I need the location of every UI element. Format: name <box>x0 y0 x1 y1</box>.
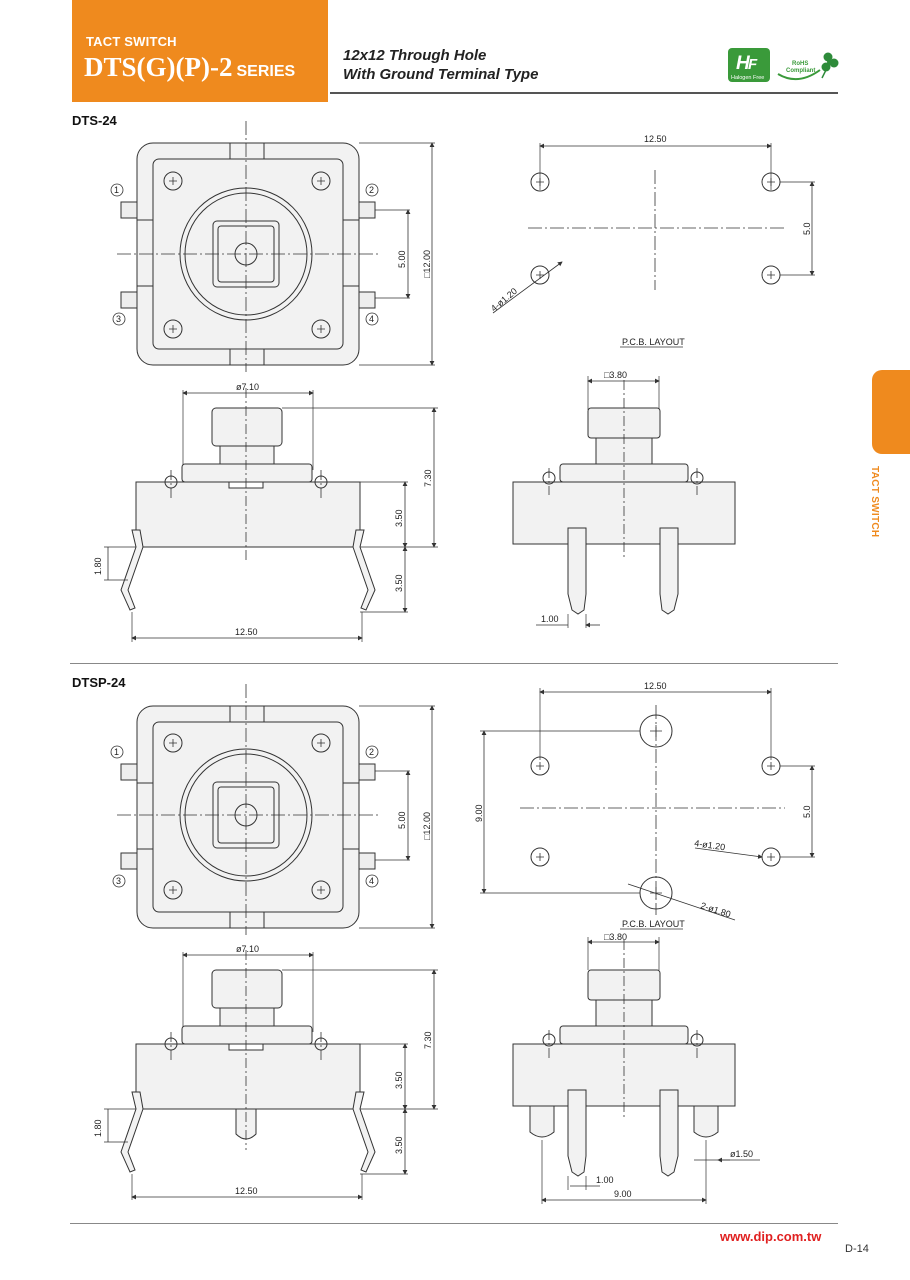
rohs-compliant-logo: RoHS Compliant <box>777 52 839 81</box>
dim-square: □12.00 <box>422 250 432 278</box>
dim-square: □12.00 <box>422 812 432 840</box>
compliant-text: Compliant <box>786 68 815 74</box>
halogen-free-text: Halogen Free <box>731 75 764 81</box>
dim-pitch: 5.00 <box>397 811 407 829</box>
dim-cap: □3.80 <box>604 932 627 942</box>
subtitle-line-2: With Ground Terminal Type <box>343 66 539 83</box>
category-label: TACT SWITCH <box>86 34 177 49</box>
section-divider <box>70 663 838 664</box>
pin-2-label: 2 <box>369 747 374 757</box>
dts24-end-labels: □3.80 1.00 <box>541 370 627 624</box>
halogen-free-logo: H F Halogen Free <box>728 48 770 82</box>
dim-pin-w: 1.00 <box>596 1175 614 1185</box>
pin-3-label: 3 <box>116 314 121 324</box>
dim-lead: 1.80 <box>93 557 103 575</box>
page-number: D-14 <box>845 1243 869 1255</box>
pcb-title: P.C.B. LAYOUT <box>622 919 685 929</box>
dtsp24-top-view <box>110 684 435 935</box>
dts24-top-view <box>110 121 435 372</box>
website-link[interactable]: www.dip.com.tw <box>720 1229 822 1244</box>
dim-height: 7.30 <box>423 469 433 487</box>
pin-2-label: 2 <box>369 185 374 195</box>
dim-leg: 3.50 <box>394 1136 404 1154</box>
pcb-holes: 4-ø1.20 <box>694 838 726 852</box>
dim-dia: ø7.10 <box>236 382 259 392</box>
dim-pin-w: 1.00 <box>541 614 559 624</box>
pcb-span: 12.50 <box>644 134 667 144</box>
section-label-dts24: DTS-24 <box>72 113 117 128</box>
pin-1-label: 1 <box>114 747 119 757</box>
section-label-dtsp24: DTSP-24 <box>72 675 126 690</box>
dim-span: 12.50 <box>235 1186 258 1196</box>
certification-logos: H F Halogen Free RoHS Compliant <box>728 48 839 82</box>
dim-leg: 3.50 <box>394 574 404 592</box>
svg-text:H: H <box>736 53 751 74</box>
dim-cap: □3.80 <box>604 370 627 380</box>
pcb-title: P.C.B. LAYOUT <box>622 337 685 347</box>
header-rule <box>330 92 838 94</box>
subtitle-line-1: 12x12 Through Hole <box>343 47 487 64</box>
dts24-mount-holes <box>163 171 331 339</box>
pin-3-label: 3 <box>116 876 121 886</box>
pin-1-label: 1 <box>114 185 119 195</box>
rohs-text: RoHS <box>792 61 808 67</box>
dim-ground-span: 9.00 <box>614 1189 632 1199</box>
footer-rule <box>70 1223 838 1224</box>
dts24-side-view <box>104 388 438 642</box>
clover-icon <box>821 52 839 79</box>
side-tab <box>872 370 910 454</box>
dts24-side-labels: ø7.10 7.30 3.50 3.50 1.80 12.50 <box>93 382 433 637</box>
dts24-top-labels: 1 2 3 4 5.00 □12.00 <box>114 185 432 324</box>
dim-height: 7.30 <box>423 1031 433 1049</box>
dim-body: 3.50 <box>394 509 404 527</box>
pcb-vert: 9.00 <box>474 804 484 822</box>
dts24-terminals <box>120 201 376 309</box>
pcb-ground-holes: 2-ø1.80 <box>699 900 732 919</box>
pin-4-label: 4 <box>369 876 374 886</box>
pcb-span: 12.50 <box>644 681 667 691</box>
dim-body: 3.50 <box>394 1071 404 1089</box>
dtsp24-side-view <box>104 950 438 1200</box>
svg-text:F: F <box>748 56 758 73</box>
pin-4-label: 4 <box>369 314 374 324</box>
dim-pitch: 5.00 <box>397 250 407 268</box>
pcb-pitch: 5.0 <box>802 805 812 818</box>
dim-lead: 1.80 <box>93 1119 103 1137</box>
dtsp24-pcb-layout <box>480 688 815 930</box>
pcb-holes: 4-ø1.20 <box>489 286 519 314</box>
dtsp24-side-labels: ø7.10 7.30 3.50 3.50 1.80 12.50 <box>93 944 433 1196</box>
dtsp24-end-labels: □3.80 1.00 ø1.50 9.00 <box>596 932 753 1199</box>
dim-dia: ø7.10 <box>236 944 259 954</box>
dim-ground-dia: ø1.50 <box>730 1149 753 1159</box>
page-subtitle: 12x12 Through Hole With Ground Terminal … <box>343 46 538 84</box>
dim-span: 12.50 <box>235 627 258 637</box>
dts24-pcb-layout <box>492 143 815 348</box>
pcb-pitch: 5.0 <box>802 222 812 235</box>
dtsp24-end-view <box>512 937 760 1204</box>
model-name: DTS(G)(P)-2 <box>84 52 233 82</box>
dts24-pcb-labels: 12.50 5.0 4-ø1.20 P.C.B. LAYOUT <box>489 134 812 347</box>
series-word: SERIES <box>236 63 296 80</box>
dtsp24-pcb-labels: 12.50 9.00 5.0 4-ø1.20 2-ø1.80 P.C.B. LA… <box>474 681 812 929</box>
dts24-end-view <box>512 376 736 628</box>
dtsp24-top-labels: 1 2 3 4 5.00 □12.00 <box>114 747 432 886</box>
